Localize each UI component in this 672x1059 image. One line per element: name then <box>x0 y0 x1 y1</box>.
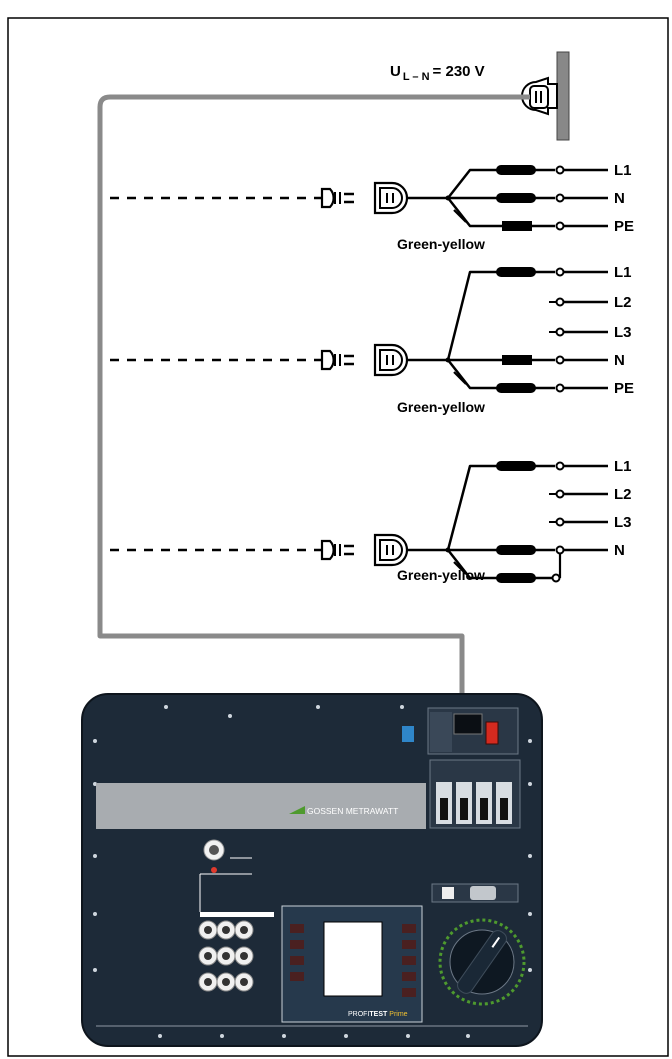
adapter-socket <box>373 533 409 567</box>
terminal-label-n: N <box>614 352 625 369</box>
terminal-label-l1: L1 <box>614 458 632 475</box>
terminal-label-pe: PE <box>614 218 634 235</box>
terminal-point <box>555 221 565 231</box>
terminal-label-pe: PE <box>614 380 634 397</box>
test-lead-sleeve <box>496 545 536 555</box>
green-yellow-label: Green-yellow <box>397 399 485 415</box>
adapter-socket <box>373 181 409 215</box>
green-yellow-label: Green-yellow <box>397 567 485 583</box>
terminal-point <box>555 297 565 307</box>
male-plug <box>320 187 354 209</box>
brand-logo: GOSSEN METRAWATT <box>307 806 398 816</box>
instrument-panel: GOSSEN METRAWATT <box>81 693 543 1047</box>
terminal-point <box>555 267 565 277</box>
male-plug <box>320 349 354 371</box>
test-lead-sleeve <box>496 383 536 393</box>
terminal-point <box>555 383 565 393</box>
terminal-label-n: N <box>614 542 625 559</box>
adapter-socket <box>373 343 409 377</box>
terminal-label-l3: L3 <box>614 324 632 341</box>
test-lead-sleeve <box>496 267 536 277</box>
terminal-label-l2: L2 <box>614 486 632 503</box>
terminal-point <box>555 545 565 555</box>
terminal-label-l2: L2 <box>614 294 632 311</box>
terminal-label-l3: L3 <box>614 514 632 531</box>
wall-socket <box>521 51 570 141</box>
test-lead-sleeve <box>496 165 536 175</box>
terminal-label-l1: L1 <box>614 264 632 281</box>
terminal-label-n: N <box>614 190 625 207</box>
terminal-point <box>555 517 565 527</box>
green-yellow-label: Green-yellow <box>397 236 485 252</box>
terminal-point <box>555 327 565 337</box>
terminal-point <box>555 355 565 365</box>
test-lead-sleeve <box>496 193 536 203</box>
terminal-point <box>555 461 565 471</box>
test-lead-sleeve <box>496 461 536 471</box>
terminal-point <box>555 193 565 203</box>
terminal-point <box>555 489 565 499</box>
test-lead-sleeve <box>502 355 532 365</box>
male-plug <box>320 539 354 561</box>
test-lead-sleeve <box>502 221 532 231</box>
adapter-group-1: L1N PE Green-yellow <box>110 162 634 252</box>
diagram-frame <box>7 17 669 1057</box>
terminal-label-l1: L1 <box>614 162 632 179</box>
mains-cable <box>97 94 530 714</box>
adapter-groups: L1NPEGreen-yellowL1L2L3NPEGreen-yellowL1… <box>110 162 634 583</box>
terminal-point <box>555 165 565 175</box>
